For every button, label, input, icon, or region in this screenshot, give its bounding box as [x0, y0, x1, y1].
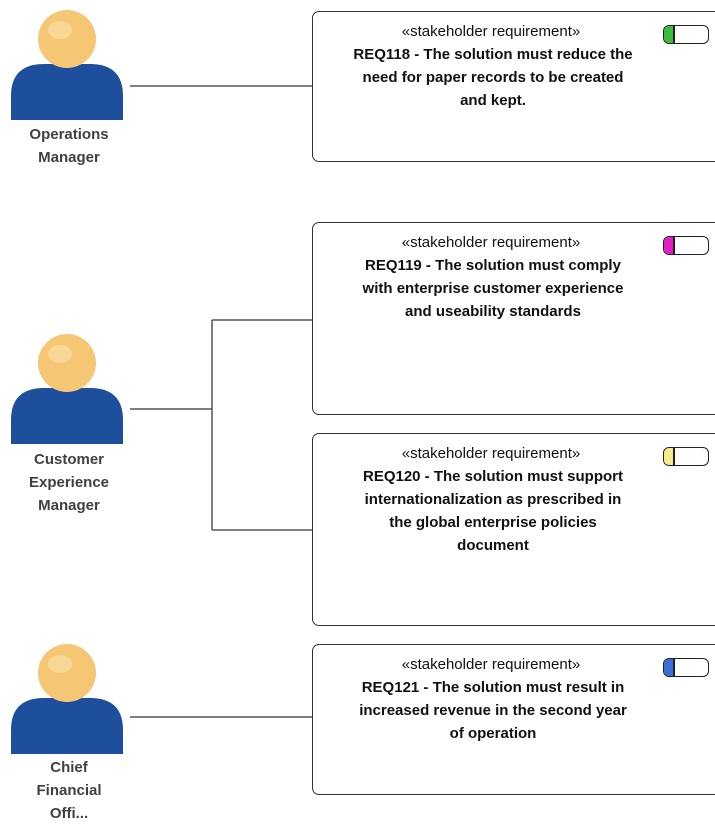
- stereotype-label: «stakeholder requirement»: [401, 656, 581, 673]
- requirement-req118[interactable]: «stakeholder requirement» REQ118 - The s…: [312, 11, 715, 162]
- status-badge-icon: [663, 447, 709, 466]
- actor-chief-financial-officer[interactable]: [0, 642, 130, 754]
- actor-operations-manager[interactable]: [0, 8, 130, 120]
- stereotype-label: «stakeholder requirement»: [401, 234, 581, 251]
- requirement-text: REQ120 - The solution must support inter…: [362, 468, 624, 554]
- requirement-req121[interactable]: «stakeholder requirement» REQ121 - The s…: [312, 644, 715, 795]
- requirement-req120[interactable]: «stakeholder requirement» REQ120 - The s…: [312, 433, 715, 626]
- actor-label-operations-manager: Operations Manager: [29, 126, 109, 166]
- stereotype-label: «stakeholder requirement»: [401, 445, 581, 462]
- stereotype-label: «stakeholder requirement»: [401, 23, 581, 40]
- status-badge-icon: [663, 25, 709, 44]
- actor-label-customer-experience-manager: Customer Experience Manager: [28, 451, 110, 514]
- status-badge-icon: [663, 658, 709, 677]
- actor-customer-experience-manager[interactable]: [0, 332, 130, 444]
- requirement-text: REQ118 - The solution must reduce the ne…: [353, 46, 633, 109]
- requirement-req119[interactable]: «stakeholder requirement» REQ119 - The s…: [312, 222, 715, 415]
- requirement-text: REQ119 - The solution must comply with e…: [362, 257, 624, 320]
- actor-icon: [11, 334, 123, 444]
- actor-icon: [11, 10, 123, 120]
- actor-icon: [11, 644, 123, 754]
- requirement-text: REQ121 - The solution must result in inc…: [359, 679, 627, 742]
- status-badge-icon: [663, 236, 709, 255]
